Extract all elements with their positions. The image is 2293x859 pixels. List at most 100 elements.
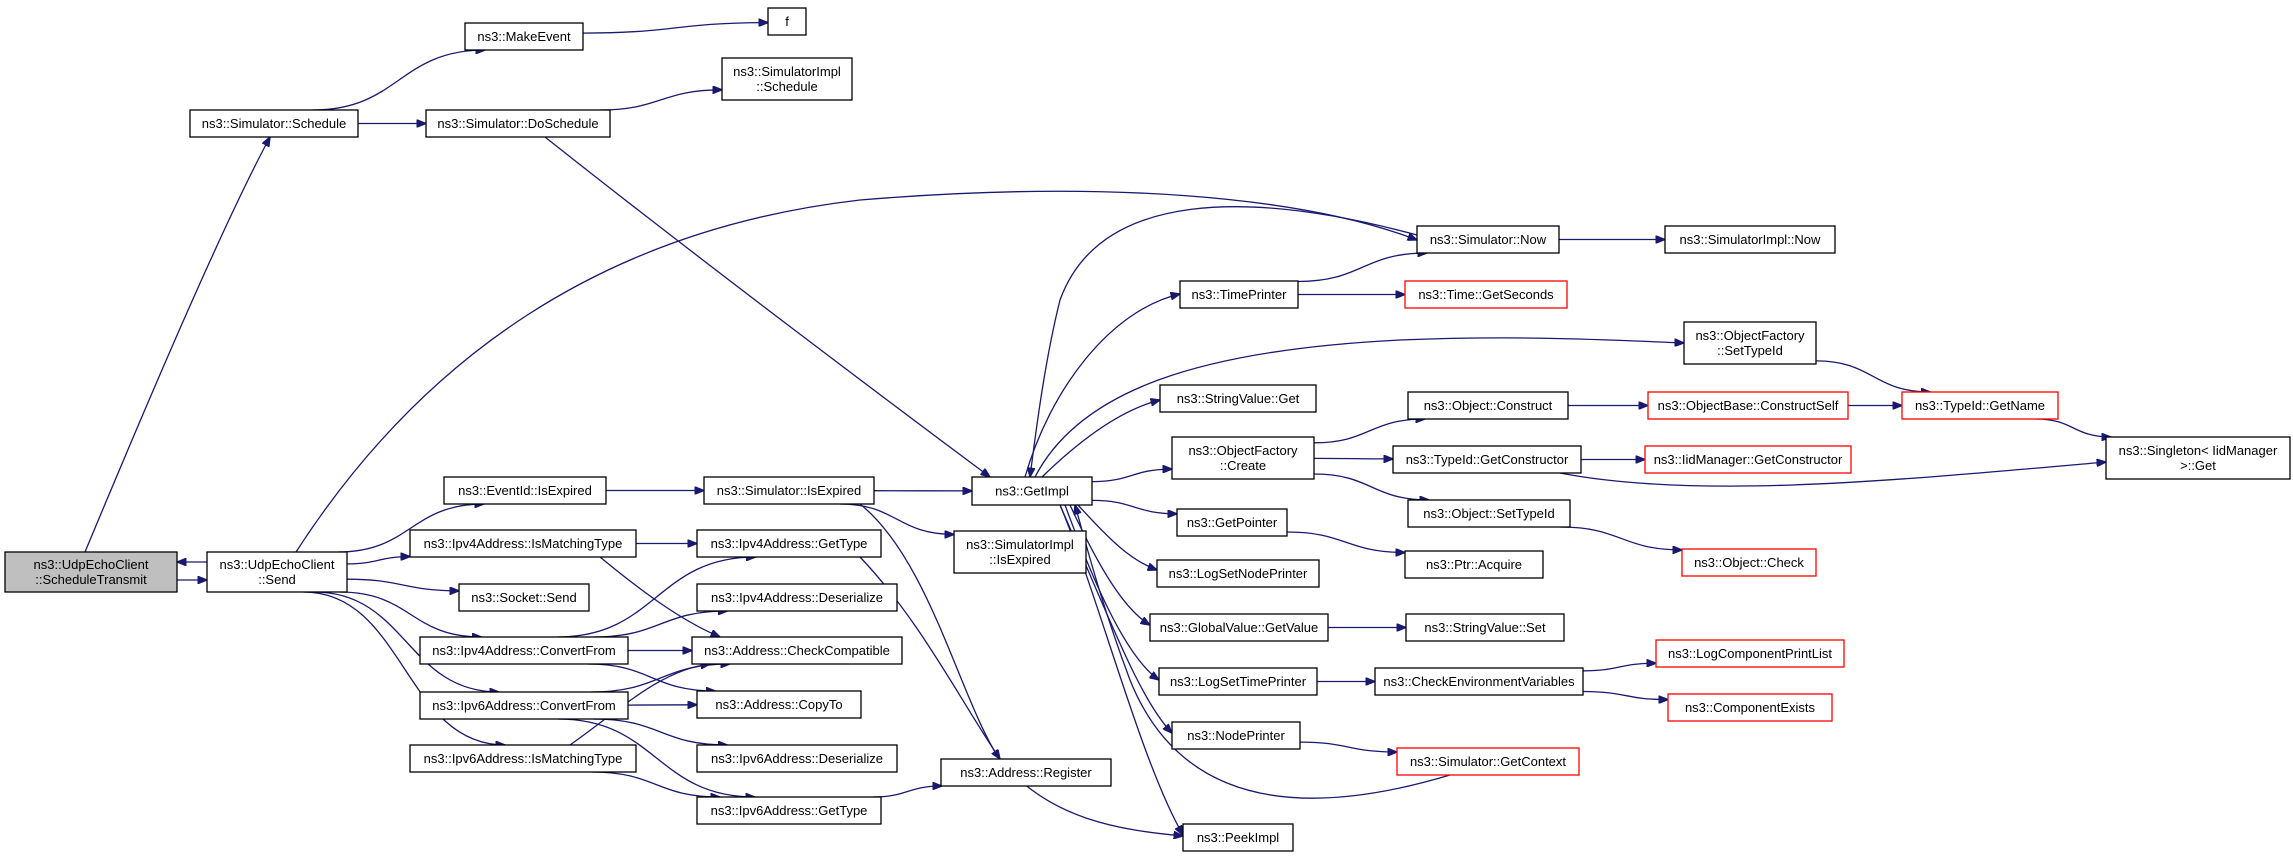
node-objectfactory-settypeid[interactable]: ns3::ObjectFactory::SetTypeId (1683, 321, 1817, 365)
node-box (1171, 721, 1301, 750)
node-label: >::Get (2180, 458, 2216, 473)
node-label: ns3::Address::CheckCompatible (704, 643, 890, 658)
edge-timeprinter-to-simulator-now (1297, 253, 1427, 283)
node-box (4, 551, 178, 593)
node-address-register[interactable]: ns3::Address::Register (940, 758, 1112, 787)
node-stringvalue-get[interactable]: ns3::StringValue::Get (1159, 384, 1317, 413)
edge-udpechoclient-scheduletransmit-to-simulator-schedule (84, 137, 270, 553)
node-label: ::Send (258, 572, 296, 587)
node-eventid-isexpired[interactable]: ns3::EventId::IsExpired (443, 476, 607, 505)
node-label: ns3::Object::Check (1694, 555, 1804, 570)
node-getpointer[interactable]: ns3::GetPointer (1176, 508, 1288, 537)
node-getimpl[interactable]: ns3::GetImpl (971, 476, 1093, 506)
edge-objectfactory-settypeid-to-typeid-getname (1815, 360, 1930, 392)
node-box (696, 796, 882, 825)
node-ipv4address-gettype[interactable]: ns3::Ipv4Address::GetType (696, 529, 882, 558)
node-label: ns3::Object::SetTypeId (1423, 506, 1555, 521)
node-box (409, 744, 637, 773)
node-label: ns3::TypeId::GetConstructor (1406, 452, 1569, 467)
node-box (1176, 508, 1288, 537)
node-singleton-get[interactable]: ns3::Singleton< IidManager>::Get (2105, 436, 2291, 480)
node-ipv6address-convertfrom[interactable]: ns3::Ipv6Address::ConvertFrom (419, 691, 629, 720)
edge-ipv4address-ismatchingtype-to-address-checkcompatible (599, 556, 720, 637)
node-box (767, 7, 807, 36)
node-box (1156, 559, 1320, 588)
node-iidmanager-getconstructor[interactable]: ns3::IidManager::GetConstructor (1644, 445, 1852, 474)
node-box (1647, 391, 1849, 420)
node-simulator-now[interactable]: ns3::Simulator::Now (1416, 225, 1560, 254)
node-ipv6address-ismatchingtype[interactable]: ns3::Ipv6Address::IsMatchingType (409, 744, 637, 773)
node-ptr-acquire[interactable]: ns3::Ptr::Acquire (1404, 550, 1544, 579)
node-f[interactable]: f (767, 7, 807, 36)
node-simulatorimpl-schedule[interactable]: ns3::SimulatorImpl::Schedule (721, 57, 853, 101)
node-box (1179, 280, 1299, 309)
node-socket-send[interactable]: ns3::Socket::Send (458, 583, 590, 612)
node-time-getseconds[interactable]: ns3::Time::GetSeconds (1404, 280, 1568, 309)
node-label: ns3::UdpEchoClient (220, 557, 335, 572)
node-box (1407, 499, 1571, 528)
node-objectbase-constructself[interactable]: ns3::ObjectBase::ConstructSelf (1647, 391, 1849, 420)
edge-udpechoclient-send-to-ipv4address-ismatchingtype (346, 557, 410, 565)
node-checkenvironmentvariables[interactable]: ns3::CheckEnvironmentVariables (1374, 667, 1584, 696)
node-label: ns3::Ipv4Address::Deserialize (711, 590, 883, 605)
node-label: ns3::ObjectFactory (1695, 328, 1805, 343)
node-label: ns3::Ptr::Acquire (1426, 557, 1522, 572)
node-ipv6address-gettype[interactable]: ns3::Ipv6Address::GetType (696, 796, 882, 825)
edge-simulator-schedule-to-simulator-makeevent (312, 50, 485, 111)
node-box (419, 636, 629, 665)
node-label: ns3::LogSetTimePrinter (1170, 674, 1307, 689)
node-label: ns3::TimePrinter (1192, 287, 1288, 302)
node-label: ns3::IidManager::GetConstructor (1654, 452, 1843, 467)
node-box (703, 476, 875, 505)
node-ipv4address-deserialize[interactable]: ns3::Ipv4Address::Deserialize (696, 583, 898, 612)
node-logsettimeprinter[interactable]: ns3::LogSetTimePrinter (1158, 667, 1318, 696)
node-layer: ns3::UdpEchoClient::ScheduleTransmitns3:… (4, 7, 2291, 852)
node-timeprinter[interactable]: ns3::TimePrinter (1179, 280, 1299, 309)
node-label: ns3::Address::Register (960, 765, 1092, 780)
edge-getimpl-to-objectfactory-create (1091, 469, 1172, 483)
node-stringvalue-set[interactable]: ns3::StringValue::Set (1405, 613, 1565, 642)
node-simulatorimpl-isexpired[interactable]: ns3::SimulatorImpl::IsExpired (953, 530, 1087, 574)
node-label: ns3::Ipv6Address::ConvertFrom (432, 698, 616, 713)
node-box (696, 583, 898, 612)
node-componentexists[interactable]: ns3::ComponentExists (1667, 693, 1833, 722)
edge-getimpl-to-logsetnodeprinter (1077, 504, 1157, 570)
node-simulatorimpl-now[interactable]: ns3::SimulatorImpl::Now (1664, 225, 1836, 254)
node-simulator-makeevent[interactable]: ns3::MakeEvent (464, 22, 584, 51)
node-address-checkcompatible[interactable]: ns3::Address::CheckCompatible (691, 636, 903, 665)
node-typeid-getconstructor[interactable]: ns3::TypeId::GetConstructor (1392, 445, 1582, 474)
node-simulator-doschedule[interactable]: ns3::Simulator::DoSchedule (425, 109, 611, 138)
node-simulator-schedule[interactable]: ns3::Simulator::Schedule (189, 109, 359, 138)
node-object-settypeid[interactable]: ns3::Object::SetTypeId (1407, 499, 1571, 528)
node-udpechoclient-send[interactable]: ns3::UdpEchoClient::Send (206, 551, 348, 593)
node-object-construct[interactable]: ns3::Object::Construct (1407, 391, 1569, 420)
edge-ipv4address-convertfrom-to-ipv4address-gettype (557, 557, 755, 638)
edge-ipv4address-convertfrom-to-ipv4address-deserialize (593, 611, 728, 638)
node-box (1407, 391, 1569, 420)
node-globalvalue-getvalue[interactable]: ns3::GlobalValue::GetValue (1149, 613, 1329, 642)
node-box (953, 530, 1087, 574)
node-nodeprinter[interactable]: ns3::NodePrinter (1171, 721, 1301, 750)
node-box (1667, 693, 1833, 722)
node-logsetnodeprinter[interactable]: ns3::LogSetNodePrinter (1156, 559, 1320, 588)
node-box (696, 690, 862, 719)
node-udpechoclient-scheduletransmit[interactable]: ns3::UdpEchoClient::ScheduleTransmit (4, 551, 178, 593)
node-box (1404, 280, 1568, 309)
node-objectfactory-create[interactable]: ns3::ObjectFactory::Create (1171, 436, 1315, 480)
node-address-copyto[interactable]: ns3::Address::CopyTo (696, 690, 862, 719)
edge-ipv6address-convertfrom-to-ipv6address-deserialize (593, 718, 728, 745)
node-ipv4address-ismatchingtype[interactable]: ns3::Ipv4Address::IsMatchingType (409, 529, 637, 558)
node-simulator-getcontext[interactable]: ns3::Simulator::GetContext (1396, 747, 1580, 776)
node-label: ns3::SimulatorImpl (733, 64, 841, 79)
node-label: ns3::LogSetNodePrinter (1169, 566, 1308, 581)
node-simulator-isexpired[interactable]: ns3::Simulator::IsExpired (703, 476, 875, 505)
node-ipv4address-convertfrom[interactable]: ns3::Ipv4Address::ConvertFrom (419, 636, 629, 665)
edge-udpechoclient-send-to-ipv4address-convertfrom (339, 591, 482, 637)
node-object-check[interactable]: ns3::Object::Check (1681, 548, 1817, 577)
node-peekimpl[interactable]: ns3::PeekImpl (1182, 823, 1294, 852)
node-label: ns3::ObjectFactory (1188, 443, 1298, 458)
node-box (1655, 639, 1845, 668)
node-ipv6address-deserialize[interactable]: ns3::Ipv6Address::Deserialize (696, 744, 898, 773)
node-logcomponentprintlist[interactable]: ns3::LogComponentPrintList (1655, 639, 1845, 668)
node-typeid-getname[interactable]: ns3::TypeId::GetName (1901, 391, 2059, 420)
